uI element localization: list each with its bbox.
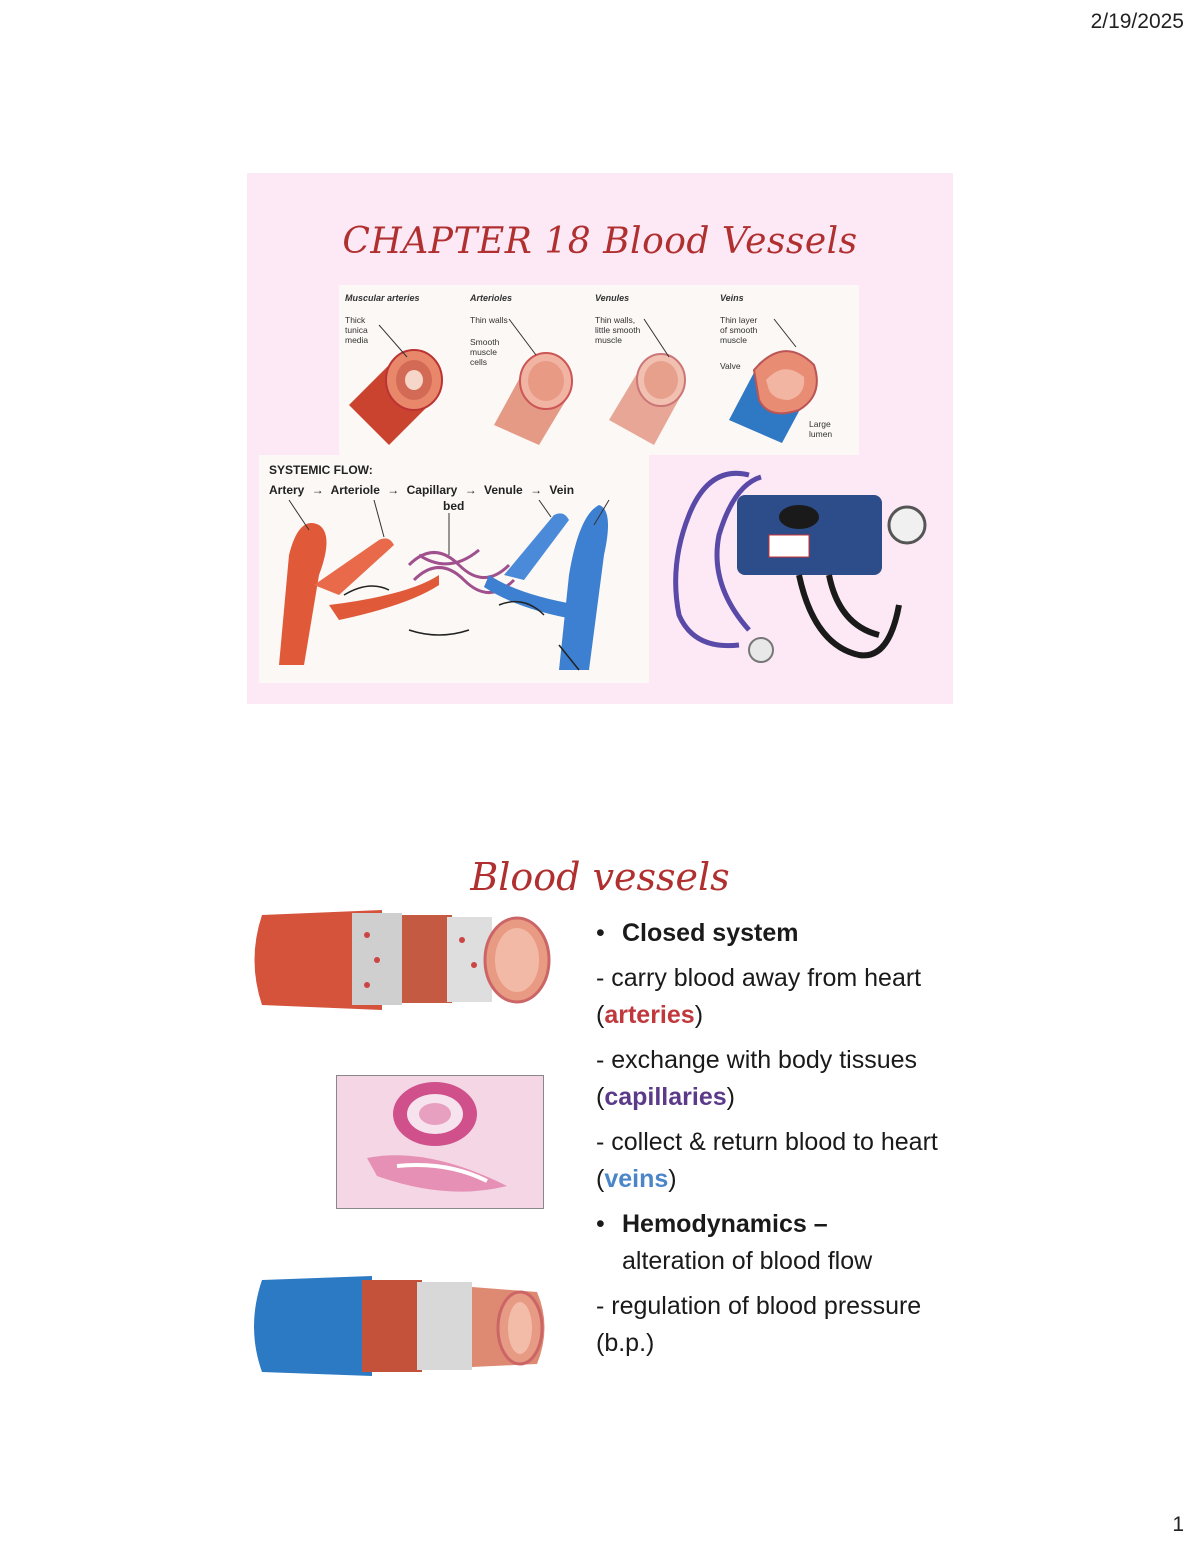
arteries-highlight: arteries — [604, 1001, 695, 1029]
vessel-label: Smooth — [470, 337, 500, 347]
page-date: 2/19/2025 — [1090, 10, 1184, 33]
flow-steps: Artery → Arteriole → Capillary → Venule … — [269, 483, 578, 497]
vessel-label: cells — [470, 357, 488, 367]
bullet-text: - carry blood away from heart ( — [596, 964, 922, 1029]
vein-layers-illustration — [254, 1276, 545, 1376]
bullet-line-veins: - collect & return blood to heart (veins… — [596, 1124, 956, 1198]
bullet-text: ) — [726, 1083, 735, 1111]
vessel-histology-image — [336, 1075, 544, 1209]
arrow-icon: → — [530, 483, 543, 497]
vessel-types-figure: Muscular arteries Thick tunica media Art… — [339, 285, 859, 455]
slide-2-title: Blood vessels — [470, 855, 730, 899]
veins-column: Veins Thin layer of smooth muscle Valve … — [714, 285, 839, 455]
vein-illustration — [729, 318, 818, 443]
vessel-label: Thin walls, — [595, 315, 636, 325]
histology-illustration — [337, 1076, 543, 1208]
muscular-artery-column: Muscular arteries Thick tunica media — [339, 285, 464, 455]
flow-step-suffix: bed — [443, 499, 465, 513]
venules-column: Venules Thin walls, little smooth muscle — [589, 285, 714, 455]
systemic-flow-illustration — [279, 499, 610, 671]
blood-pressure-cuff-image — [649, 455, 929, 683]
vessel-label: muscle — [595, 335, 622, 345]
bullet-text: - exchange with body tissues ( — [596, 1046, 918, 1111]
vessel-label: little smooth — [595, 325, 641, 335]
vessel-label: Valve — [720, 361, 741, 371]
vessel-label: Thin walls — [470, 315, 508, 325]
slide-1: CHAPTER 18 Blood Vessels Muscular arteri… — [247, 173, 953, 704]
vessel-heading: Muscular arteries — [345, 293, 420, 303]
vessel-label: muscle — [720, 335, 747, 345]
bullet-list: Closed system - carry blood away from he… — [596, 915, 956, 1370]
vessel-heading: Arterioles — [470, 293, 513, 303]
systemic-flow-figure: SYSTEMIC FLOW: Artery → Arteriole → Capi… — [259, 455, 649, 683]
flow-step: Vein — [549, 483, 575, 497]
page-number: 1 — [1172, 1513, 1184, 1536]
venule-illustration — [609, 318, 686, 445]
capillaries-highlight: capillaries — [604, 1083, 727, 1111]
bullet-hemodynamics-cont: alteration of blood flow — [622, 1247, 873, 1275]
bullet-text: - collect & return blood to heart ( — [596, 1128, 938, 1193]
veins-highlight: veins — [604, 1165, 669, 1193]
vessel-label: Thin layer — [720, 315, 758, 325]
flow-step: Venule — [484, 483, 523, 497]
arrow-icon: → — [311, 483, 324, 497]
vessel-label: lumen — [809, 429, 833, 439]
arterioles-column: Arterioles Thin walls Smooth muscle cell… — [464, 285, 589, 455]
bullet-line-bp: - regulation of blood pressure (b.p.) — [596, 1292, 922, 1357]
flow-step: Artery — [269, 483, 305, 497]
vessel-heading: Venules — [595, 293, 630, 303]
flow-title: SYSTEMIC FLOW: — [269, 463, 373, 477]
sphygmomanometer-illustration — [673, 470, 927, 663]
slide-1-title: CHAPTER 18 Blood Vessels — [342, 221, 858, 262]
arrow-icon: → — [387, 483, 400, 497]
bullet-closed-system: Closed system — [596, 915, 956, 952]
bullet-text: ) — [668, 1165, 677, 1193]
muscular-artery-illustration — [349, 324, 443, 445]
flow-step: Capillary — [406, 483, 458, 497]
bullet-line-capillaries: - exchange with body tissues (capillarie… — [596, 1042, 956, 1116]
vessel-label: of smooth — [720, 325, 758, 335]
artery-layers-illustration — [254, 910, 551, 1010]
arrow-icon: → — [464, 483, 477, 497]
vessel-label: muscle — [470, 347, 497, 357]
bullet-line-arteries: - carry blood away from heart (arteries) — [596, 960, 956, 1034]
vessel-label: Thick — [345, 315, 366, 325]
bullet-text: ) — [694, 1001, 704, 1029]
vessel-heading: Veins — [720, 293, 744, 303]
flow-step: Arteriole — [330, 483, 380, 497]
bullet-hemodynamics: Hemodynamics – — [596, 1206, 956, 1243]
vessel-label: Large — [809, 419, 831, 429]
vessel-label: tunica — [345, 325, 368, 335]
vessel-label: media — [345, 335, 369, 345]
arteriole-illustration — [494, 318, 573, 445]
